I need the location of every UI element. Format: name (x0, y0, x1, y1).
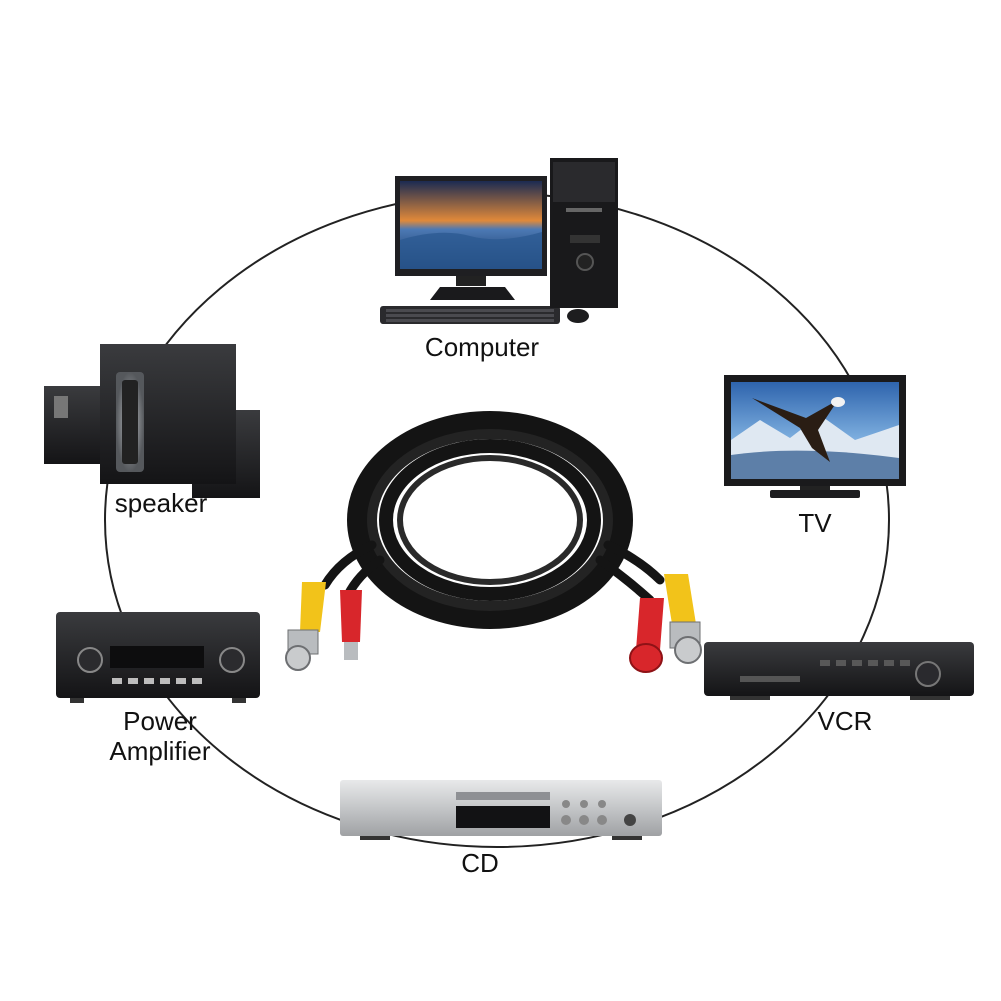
computer-label: Computer (424, 332, 540, 362)
power-amplifier-label: Power Amplifier (90, 706, 230, 766)
computer-illustration (380, 158, 618, 324)
right-bnc-connector (664, 574, 702, 664)
power-amplifier-illustration (56, 612, 260, 703)
cd-player-illustration (340, 780, 662, 840)
cd-label: CD (461, 848, 499, 878)
coiled-cable-illustration (320, 411, 665, 629)
left-bnc-connector (285, 582, 326, 671)
vcr-illustration (704, 642, 974, 700)
tv-illustration (724, 375, 906, 498)
power-amplifier-label-line1: Power (123, 706, 197, 736)
power-amplifier-label-line2: Amplifier (109, 736, 211, 766)
speaker-label: speaker (114, 488, 208, 518)
vcr-label: VCR (817, 706, 873, 736)
left-power-plug (340, 590, 362, 660)
speaker-illustration (44, 344, 260, 498)
tv-label: TV (798, 508, 832, 538)
right-power-socket (629, 598, 664, 673)
